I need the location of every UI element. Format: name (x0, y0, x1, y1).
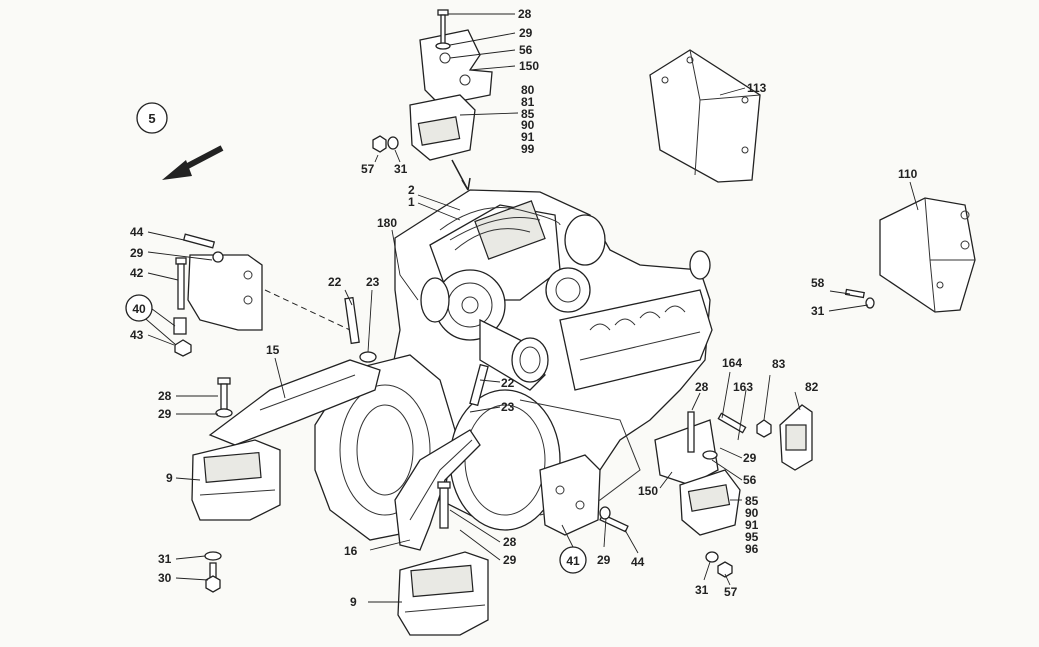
callout-91: 91 (521, 130, 535, 144)
support-arm-16 (394, 363, 489, 551)
callout-58: 58 (811, 276, 825, 290)
callout-ring-40 (125, 294, 153, 322)
callout-28: 28 (503, 535, 517, 549)
callout-15: 15 (266, 343, 280, 357)
callout-2: 2 (408, 183, 415, 197)
callout-80: 80 (521, 83, 535, 97)
heat-shield-113 (649, 49, 761, 183)
right-bracket-41 (539, 454, 629, 536)
callout-31: 31 (394, 162, 408, 176)
bolt-30-assembly (204, 551, 222, 593)
callout-150: 150 (638, 484, 658, 498)
callout-96: 96 (745, 542, 759, 556)
callout-81: 81 (521, 95, 535, 109)
callout-91: 91 (745, 518, 759, 532)
callout-29: 29 (743, 451, 757, 465)
callout-28: 28 (158, 389, 172, 403)
callout-164: 164 (722, 356, 742, 370)
mount-part-82 (779, 404, 813, 471)
callout-22: 22 (328, 275, 342, 289)
callout-110: 110 (898, 167, 918, 181)
nut-83 (756, 419, 772, 438)
callout-22: 22 (501, 376, 515, 390)
callout-28: 28 (695, 380, 709, 394)
callout-57: 57 (724, 585, 738, 599)
callout-83: 83 (772, 357, 786, 371)
callout-31: 31 (158, 552, 172, 566)
callout-95: 95 (745, 530, 759, 544)
callout-150: 150 (519, 59, 539, 73)
callout-29: 29 (130, 246, 144, 260)
callout-56: 56 (519, 43, 533, 57)
callout-29: 29 (503, 553, 517, 567)
callout-82: 82 (805, 380, 819, 394)
callout-ring-5 (136, 102, 168, 134)
callout-56: 56 (743, 473, 757, 487)
callout-31: 31 (811, 304, 825, 318)
callout-9: 9 (166, 471, 173, 485)
assembly-arrow-icon (451, 159, 471, 191)
left-bracket-40 (173, 233, 263, 357)
upper-bracket-assembly (372, 9, 493, 161)
support-arm-15 (208, 296, 381, 446)
callout-85: 85 (745, 494, 759, 508)
callout-29: 29 (519, 26, 533, 40)
callout-23: 23 (366, 275, 380, 289)
callout-labels: 5 28 29 56 150 80 81 85 90 91 99 57 31 1… (130, 7, 918, 609)
callout-99: 99 (521, 142, 535, 156)
callout-30: 30 (158, 571, 172, 585)
direction-arrow-icon (162, 145, 224, 180)
callout-43: 43 (130, 328, 144, 342)
callout-163: 163 (733, 380, 753, 394)
heat-shield-110 (844, 197, 976, 313)
callout-1: 1 (408, 195, 415, 209)
callout-16: 16 (344, 544, 358, 558)
callout-28: 28 (518, 7, 532, 21)
engine-mount-right (654, 411, 747, 578)
callout-90: 90 (745, 506, 759, 520)
alignment-line-left (264, 289, 351, 331)
callout-9: 9 (350, 595, 357, 609)
callout-40: 40 (132, 302, 146, 316)
callout-ring-41 (559, 546, 587, 574)
callout-31: 31 (695, 583, 709, 597)
engine-mount-9-bottom (397, 551, 489, 636)
callout-44: 44 (631, 555, 645, 569)
callout-85: 85 (521, 107, 535, 121)
callout-41: 41 (566, 554, 580, 568)
callout-23: 23 (501, 400, 515, 414)
callout-42: 42 (130, 266, 144, 280)
callout-90: 90 (521, 118, 535, 132)
callout-57: 57 (361, 162, 375, 176)
callout-5: 5 (148, 111, 155, 126)
callout-29: 29 (597, 553, 611, 567)
callout-180: 180 (377, 216, 397, 230)
callout-113: 113 (747, 81, 767, 95)
callout-44: 44 (130, 225, 144, 239)
engine-mount-9-left (191, 377, 281, 521)
callout-29: 29 (158, 407, 172, 421)
